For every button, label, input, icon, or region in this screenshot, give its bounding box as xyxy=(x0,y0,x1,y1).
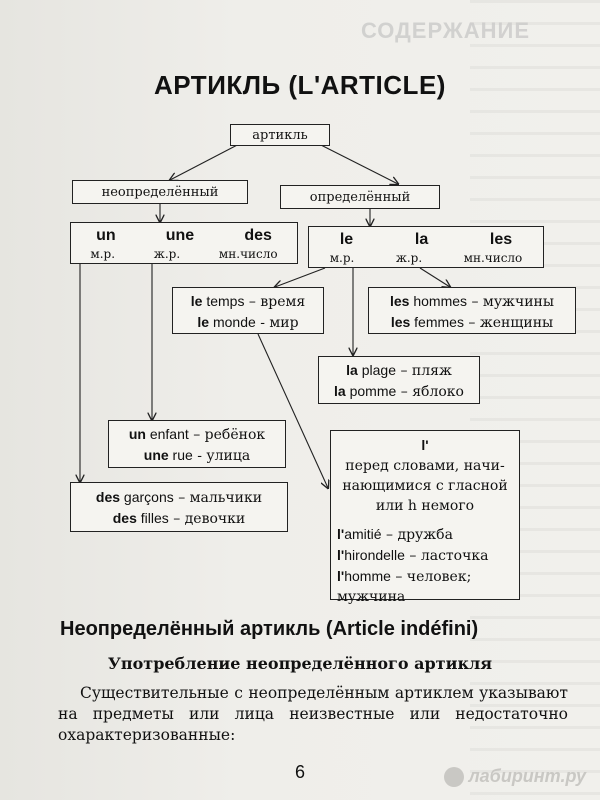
example-box-la: la plage – пляж la pomme – яблоко xyxy=(318,356,480,404)
page-title: АРТИКЛЬ (L'ARTICLE) xyxy=(154,70,446,100)
arrow-root-def xyxy=(314,141,398,184)
example-box-les: les hommes – мужчины les femmes – женщин… xyxy=(368,287,576,334)
section-title: Неопределённый артикль (Article indéfini… xyxy=(60,618,479,640)
arrow-root-indef xyxy=(170,141,244,180)
gender-masc: м.р. xyxy=(329,251,355,265)
gender-plural: мн.число xyxy=(218,247,278,261)
example-line: des filles – девочки xyxy=(112,510,246,527)
gender-plural: мн.число xyxy=(463,251,523,265)
example-line: les femmes – женщины xyxy=(390,314,554,331)
elision-box: l' перед словами, начи- нающимися с глас… xyxy=(330,430,520,605)
def-articles-box: le la les м.р. ж.р. мн.число xyxy=(308,226,544,268)
article-les: les xyxy=(489,231,513,248)
example-line: les hommes – мужчины xyxy=(389,293,554,310)
example-line: le monde - мир xyxy=(197,314,299,331)
example-line: l'amitié – дружба xyxy=(337,526,453,543)
bleed-through-text: СОДЕРЖАНИЕ xyxy=(361,0,600,800)
example-line: un enfant – ребёнок xyxy=(128,426,266,443)
example-line: des garçons – мальчики xyxy=(95,489,263,506)
gender-masc: м.р. xyxy=(90,247,116,261)
elision-examples: l'amitié – дружба l'hirondelle – ласточк… xyxy=(337,524,513,607)
indef-articles-box: un une des м.р. ж.р. мн.число xyxy=(70,222,298,264)
arrow-def-les xyxy=(419,267,450,287)
example-line: мужчина xyxy=(337,589,406,605)
body-paragraph: Существительные с неопределённым артикле… xyxy=(58,684,568,744)
example-line: la plage – пляж xyxy=(346,362,452,379)
article-un: un xyxy=(96,227,116,244)
elision-note: перед словами, начи- нающимися с гласной… xyxy=(342,458,508,514)
def-label: определённый xyxy=(309,189,411,205)
indef-label: неопределённый xyxy=(101,184,219,200)
example-line: l'hirondelle – ласточка xyxy=(337,547,489,564)
page-number: 6 xyxy=(294,762,305,782)
example-line: le temps – время xyxy=(190,293,306,310)
subsection-title: Употребление неопределённого артикля xyxy=(107,654,493,673)
article-l-apostrophe: l' xyxy=(421,437,429,453)
article-la: la xyxy=(414,231,429,248)
example-line: une rue - улица xyxy=(143,447,251,464)
arrow-def-le xyxy=(275,267,326,287)
root-box: артикль xyxy=(230,124,330,146)
bleed-title: СОДЕРЖАНИЕ xyxy=(360,18,530,43)
root-label: артикль xyxy=(252,127,308,143)
example-box-un: un enfant – ребёнок une rue - улица xyxy=(108,420,286,468)
example-box-le: le temps – время le monde - мир xyxy=(172,287,324,334)
def-box: определённый xyxy=(280,185,440,209)
example-box-des: des garçons – мальчики des filles – дево… xyxy=(70,482,288,532)
article-des: des xyxy=(244,227,272,244)
article-une: une xyxy=(165,227,195,244)
gender-fem: ж.р. xyxy=(395,251,423,265)
arrow-def-lapos xyxy=(257,333,328,488)
watermark: лабиринт.ру xyxy=(444,766,586,788)
article-le: le xyxy=(339,231,354,248)
gender-fem: ж.р. xyxy=(153,247,181,261)
labirint-logo-icon xyxy=(444,767,465,788)
example-line: la pomme – яблоко xyxy=(334,383,464,400)
indef-box: неопределённый xyxy=(72,180,248,204)
example-line: l'homme – человек; xyxy=(337,568,472,585)
